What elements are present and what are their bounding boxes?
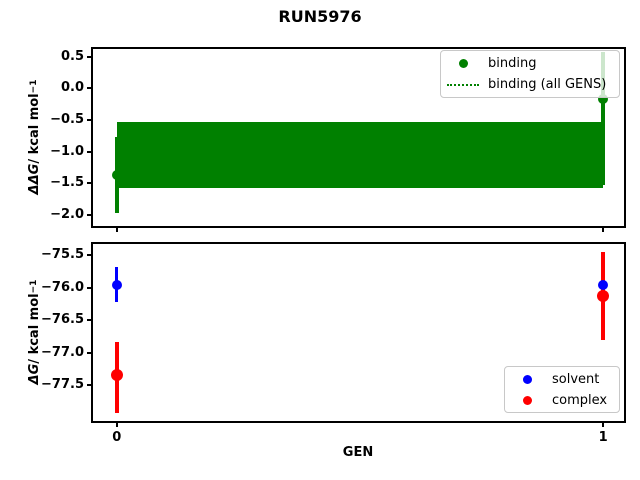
axes-frame-top	[91, 47, 626, 228]
binding-label: binding	[488, 56, 537, 71]
y-tick-label: 0.5	[60, 48, 84, 64]
y-tick-label: −77.5	[41, 377, 84, 393]
binding-all-gens-label: binding (all GENS)	[488, 77, 607, 92]
x-tickmark	[602, 227, 605, 232]
complex-label: complex	[552, 392, 608, 408]
complex-data-point	[597, 290, 610, 303]
y-tickmark	[87, 55, 92, 58]
y-tickmark	[87, 87, 92, 90]
binding-dot-icon	[458, 59, 468, 68]
complex-marker-cell	[505, 395, 549, 405]
y-tick-label: −77.0	[41, 344, 84, 360]
solvent-dot-icon	[522, 374, 532, 384]
solvent-marker-cell	[505, 374, 549, 384]
y-tick-label: −2.0	[50, 206, 84, 222]
complex-data-point	[110, 369, 123, 382]
y-tickmark	[87, 182, 92, 185]
x-tickmark	[115, 422, 118, 427]
y-tick-label: −0.5	[50, 112, 84, 128]
axes-frame-bottom	[91, 242, 626, 423]
x-tickmark	[602, 422, 605, 427]
y-tick-label: −1.0	[50, 143, 84, 159]
x-tick-label: 0	[112, 430, 122, 445]
legend-entry-complex: complex	[505, 390, 619, 411]
x-axis-label: GEN	[342, 445, 374, 460]
binding-data-point	[111, 170, 122, 181]
bottom-legend: solvent complex	[504, 366, 620, 413]
solvent-label: solvent	[552, 371, 600, 387]
binding-errorbar	[601, 51, 606, 186]
binding-data-point	[598, 94, 609, 105]
solvent-data-point	[598, 279, 609, 290]
y-tick-label: −76.5	[41, 312, 84, 328]
y-tickmark	[87, 319, 92, 322]
y-tick-label: −76.0	[41, 279, 84, 295]
legend-entry-solvent: solvent	[505, 369, 619, 390]
y-tickmark	[87, 150, 92, 153]
y-tickmark	[87, 351, 92, 354]
y-tickmark	[87, 254, 92, 257]
y-tickmark	[87, 119, 92, 122]
figure-title: RUN5976	[278, 7, 362, 26]
y-tickmark	[87, 286, 92, 289]
y-tick-label: −75.5	[41, 247, 84, 263]
x-tick-label: 1	[598, 430, 608, 445]
dotted-line-icon	[447, 83, 479, 86]
solvent-data-point	[111, 279, 122, 290]
complex-dot-icon	[522, 395, 532, 405]
legend-entry-binding: binding	[441, 53, 619, 74]
y-tickmark	[87, 213, 92, 216]
confidence-band	[116, 122, 604, 188]
y-tick-label: 0.0	[60, 80, 84, 96]
y-tickmark	[87, 384, 92, 387]
x-tickmark	[115, 227, 118, 232]
binding-marker-cell	[441, 59, 485, 68]
top-legend: binding binding (all GENS)	[440, 50, 620, 98]
legend-entry-binding-all-gens: binding (all GENS)	[441, 74, 619, 95]
y-tick-label: −1.5	[50, 175, 84, 191]
binding-all-gens-marker-cell	[441, 83, 485, 86]
